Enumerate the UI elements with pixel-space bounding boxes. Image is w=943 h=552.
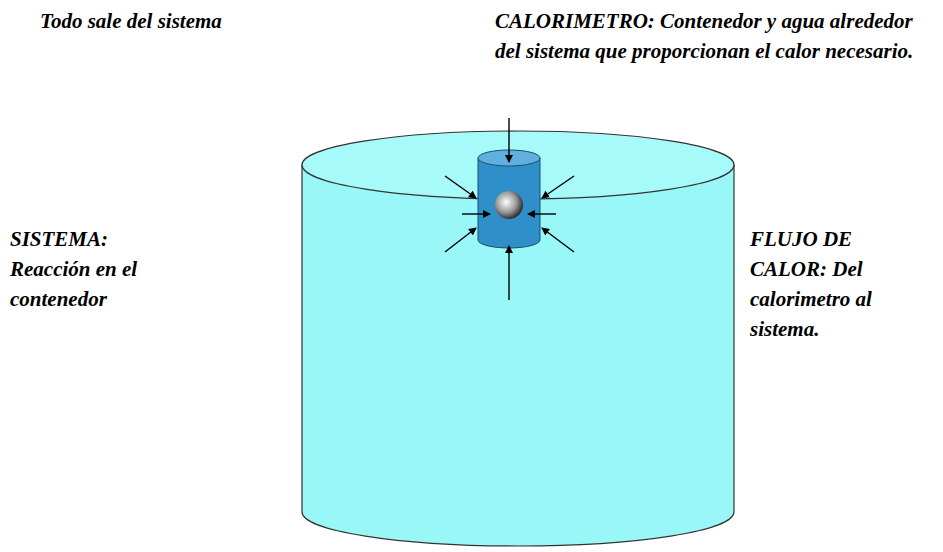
system-label: SISTEMA: Reacción en el contenedor: [10, 224, 175, 314]
calorimeter-label: CALORIMETRO: Contenedor y agua alrededor…: [495, 6, 915, 66]
reaction-container: [478, 158, 540, 248]
note-text: Todo sale del sistema: [40, 6, 340, 36]
heat-flow-label: FLUJO DE CALOR: Del calorimetro al siste…: [750, 224, 925, 344]
reaction-sphere: [495, 191, 523, 219]
heat-flow-arrows: [445, 118, 574, 300]
